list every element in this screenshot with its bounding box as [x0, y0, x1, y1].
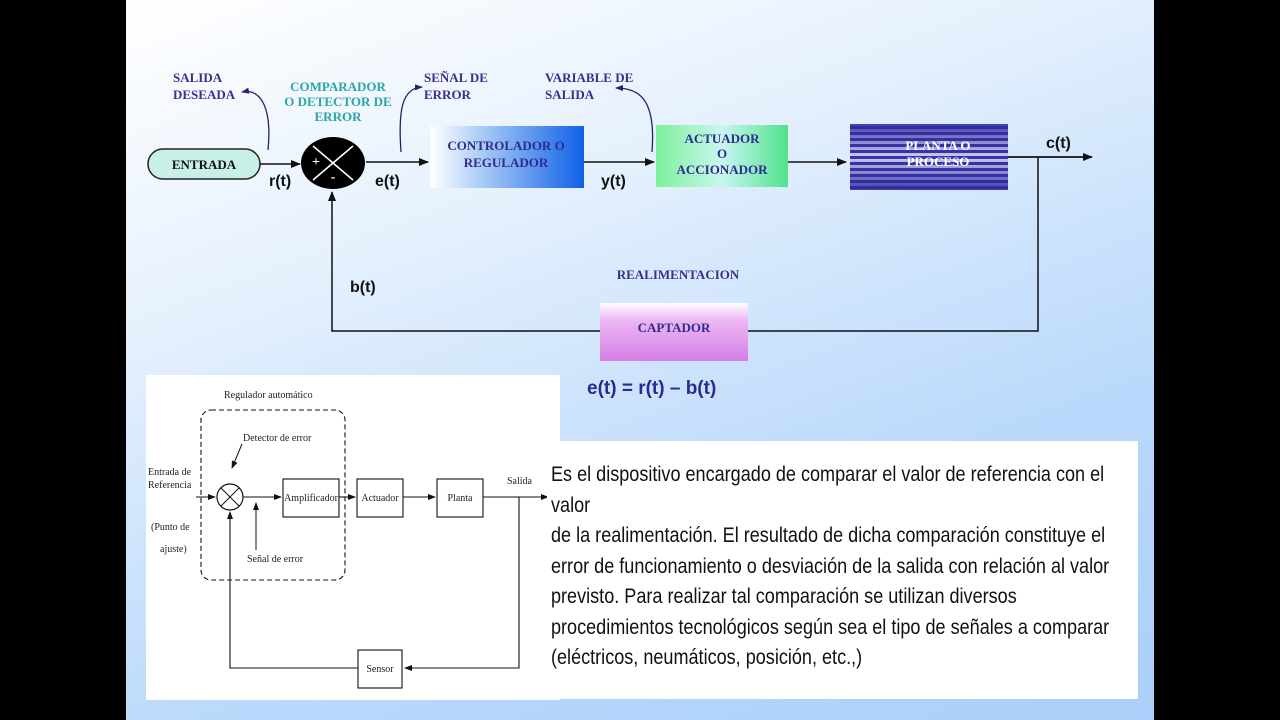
planta-bottom-block — [436, 478, 484, 518]
label-variable-salida-2: SALIDA — [545, 87, 595, 102]
amplificador-block — [282, 478, 340, 518]
label-realimentacion: REALIMENTACION — [617, 267, 740, 282]
controlador-label-2: REGULADOR — [464, 155, 549, 170]
minus-sign: - — [331, 170, 336, 185]
salida-bottom-label: Salida — [507, 476, 533, 487]
detector-label: Detector de error — [243, 433, 312, 444]
regulador-label: Regulador automático — [224, 390, 313, 401]
controlador-label-1: CONTROLADOR O — [447, 138, 564, 153]
actuador-bottom-label: Actuador — [361, 493, 399, 504]
description-text: Es el dispositivo encargado de comparar … — [551, 463, 1110, 669]
captador-label: CAPTADOR — [638, 320, 711, 335]
punto-ajuste-label-2: ajuste) — [160, 544, 187, 555]
actuador-label-1: ACTUADOR — [684, 131, 760, 146]
label-comparador-2: O DETECTOR DE — [284, 94, 391, 109]
bottom-feedback-left — [227, 511, 358, 669]
callout-salida-deseada — [241, 87, 270, 151]
callout-senal-error — [399, 84, 423, 153]
right-black-bar — [1154, 0, 1280, 720]
label-comparador-3: ERROR — [315, 109, 363, 124]
bottom-diagram-panel — [146, 375, 560, 700]
signal-b: b(t) — [350, 279, 376, 296]
planta-label-1: PLANTA O — [905, 138, 970, 153]
entrada-ref-label-2: Referencia — [148, 480, 192, 491]
planta-label-2: PROCESO — [907, 154, 970, 169]
planta-bottom-label: Planta — [448, 493, 474, 504]
label-comparador-1: COMPARADOR — [290, 79, 386, 94]
callout-variable-salida — [615, 85, 654, 153]
label-salida-deseada-2: DESEADA — [173, 87, 236, 102]
signal-e: e(t) — [375, 173, 400, 190]
actuador-label-3: ACCIONADOR — [677, 162, 769, 177]
label-senal-error-2: ERROR — [424, 87, 472, 102]
sensor-label: Sensor — [366, 664, 394, 675]
actuador-block — [656, 125, 788, 187]
signal-y: y(t) — [601, 173, 626, 190]
captador-block — [600, 303, 748, 361]
controlador-block — [430, 126, 584, 188]
actuador-label-2: O — [717, 146, 727, 161]
sensor-block — [357, 649, 403, 689]
feedback-line-left — [328, 191, 600, 332]
feedback-line-right — [748, 157, 1039, 332]
description-panel — [547, 441, 1138, 699]
label-salida-deseada-1: SALIDA — [173, 70, 223, 85]
signal-c: c(t) — [1046, 135, 1071, 152]
label-variable-salida-1: VARIABLE DE — [545, 70, 633, 85]
bottom-feedback-right — [404, 497, 520, 671]
entrada-label: ENTRADA — [172, 157, 237, 172]
punto-ajuste-label-1: (Punto de — [151, 522, 190, 533]
entrada-ref-label-1: Entrada de — [148, 467, 192, 478]
actuador-bottom-block — [356, 478, 404, 518]
error-equation: e(t) = r(t) – b(t) — [587, 378, 716, 399]
senal-error-bottom-label: Señal de error — [247, 554, 304, 565]
label-senal-error-1: SEÑAL DE — [424, 70, 488, 85]
plus-sign: + — [312, 155, 320, 170]
signal-r: r(t) — [269, 173, 291, 190]
amplificador-label: Amplificador — [284, 493, 339, 504]
